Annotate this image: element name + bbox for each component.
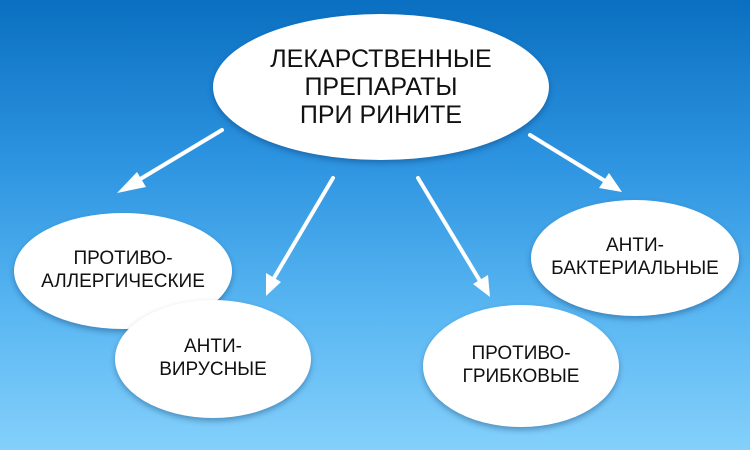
main-node-line2: ПРЕПАРАТЫ — [304, 73, 458, 101]
node-antiviral: АНТИ- ВИРУСНЫЕ — [115, 300, 311, 418]
node-antifungal: ПРОТИВО- ГРИБКОВЫЕ — [423, 305, 619, 427]
node-antifungal-line1: ПРОТИВО- — [471, 343, 571, 365]
arrowhead-antifungal — [473, 275, 490, 297]
arrowhead-antibacterial — [599, 173, 622, 192]
arrow-to-antifungal — [416, 176, 482, 283]
node-antibacterial: АНТИ- БАКТЕРИАЛЬНЫЕ — [531, 200, 739, 316]
arrow-to-antiallergic — [130, 128, 224, 186]
node-antifungal-line2: ГРИБКОВЫЕ — [462, 366, 580, 387]
main-node: ЛЕКАРСТВЕННЫЕ ПРЕПАРАТЫ ПРИ РИНИТЕ — [213, 14, 549, 160]
arrowhead-antiallergic — [117, 172, 146, 193]
arrowhead-antiviral — [266, 273, 281, 296]
node-antiviral-line2: ВИРУСНЫЕ — [159, 359, 267, 380]
arrow-to-antiviral — [272, 176, 335, 280]
main-node-line3: ПРИ РИНИТЕ — [299, 101, 463, 129]
node-antibacterial-line2: БАКТЕРИАЛЬНЫЕ — [551, 258, 719, 279]
node-antiallergic-line2: АЛЛЕРГИЧЕСКИЕ — [41, 271, 205, 292]
node-antiallergic-line1: ПРОТИВО- — [73, 248, 173, 270]
arrow-to-antibacterial — [528, 133, 607, 183]
node-antiviral-line1: АНТИ- — [184, 336, 242, 358]
main-node-line1: ЛЕКАРСТВЕННЫЕ — [270, 45, 492, 73]
node-antibacterial-line1: АНТИ- — [606, 235, 664, 257]
